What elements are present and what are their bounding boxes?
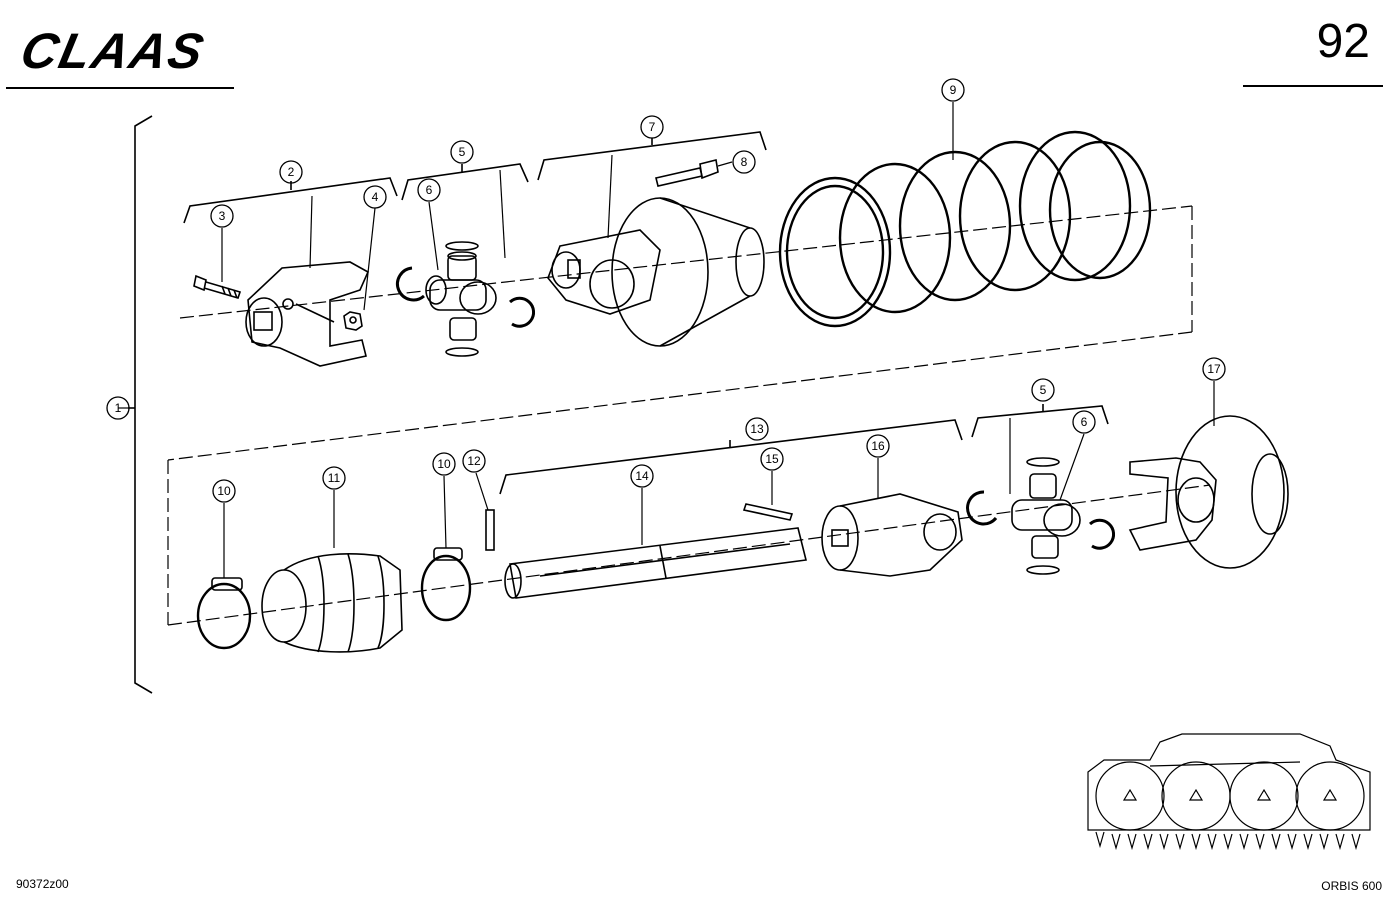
callout-2: 2 <box>288 165 295 179</box>
part-circlip-right <box>508 296 536 328</box>
callout-circles <box>106 78 1226 503</box>
group-bracket-13 <box>499 419 963 495</box>
group-bracket-5-top <box>401 163 529 201</box>
part-yoke-with-clamp <box>245 261 370 367</box>
header-rule-left <box>6 87 234 89</box>
part-screw <box>655 159 719 187</box>
part-profile-tube <box>504 527 807 599</box>
callout-6-bottom: 6 <box>1081 415 1088 429</box>
callout-16: 16 <box>871 439 885 453</box>
lower-section-frame <box>167 460 1211 626</box>
group-bracket-5-bottom <box>971 404 1109 438</box>
part-hose-clamp-left <box>196 577 252 650</box>
callout-12: 12 <box>467 454 481 468</box>
part-pin <box>485 509 495 551</box>
part-circlip-left <box>396 266 425 302</box>
callout-10-left: 10 <box>217 484 231 498</box>
callout-10-right: 10 <box>437 457 451 471</box>
part-guide-tube-spiral <box>778 130 1152 328</box>
callout-4: 4 <box>372 190 379 204</box>
callout-5-bottom: 5 <box>1040 383 1047 397</box>
callout-7: 7 <box>649 120 656 134</box>
callout-5-top: 5 <box>459 145 466 159</box>
callout-8: 8 <box>741 155 748 169</box>
part-guide-cone-half <box>547 197 765 347</box>
upper-section-frame <box>167 205 1193 461</box>
part-universal-joint-bottom <box>966 457 1116 575</box>
callout-3: 3 <box>219 209 226 223</box>
part-hose-clamp-right <box>420 547 472 622</box>
callout-9: 9 <box>950 83 957 97</box>
leader-lines <box>118 102 1215 578</box>
part-nut <box>343 311 363 331</box>
page-number: 92 <box>1316 15 1370 68</box>
callout-15: 15 <box>765 452 779 466</box>
assembly-bracket <box>128 115 153 694</box>
machine-overview-thumbnail <box>1087 733 1371 851</box>
part-protective-bellows <box>261 553 403 653</box>
model-name: ORBIS 600 <box>1321 879 1382 893</box>
callout-14: 14 <box>635 469 649 483</box>
part-roll-pin <box>742 503 794 521</box>
header-rule-right <box>1243 85 1383 87</box>
callout-labels: 1 2 3 4 5 6 7 8 9 10 11 10 12 13 14 15 1… <box>115 83 1221 498</box>
callout-11: 11 <box>328 471 341 485</box>
callout-13: 13 <box>750 422 764 436</box>
callout-1: 1 <box>115 401 122 415</box>
group-bracket-7 <box>537 131 767 181</box>
part-yoke-profile <box>821 493 963 577</box>
callout-17: 17 <box>1207 362 1221 376</box>
callout-6-top: 6 <box>426 183 433 197</box>
part-yoke-with-cone <box>1128 415 1289 569</box>
part-universal-joint-top <box>425 241 497 357</box>
part-bolt <box>193 274 242 299</box>
drawing-code: 90372z00 <box>16 877 69 891</box>
